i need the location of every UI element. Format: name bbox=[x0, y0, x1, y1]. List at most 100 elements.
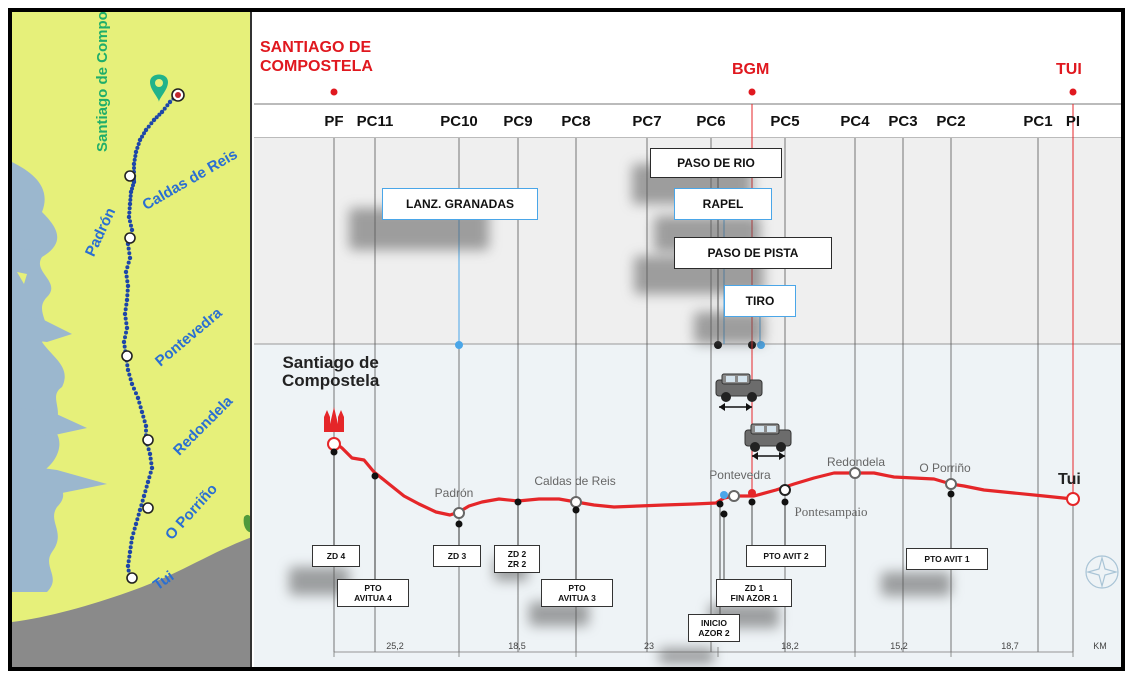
city-marker bbox=[124, 232, 136, 244]
route-dot bbox=[132, 165, 136, 170]
route-dot bbox=[135, 145, 140, 150]
checkpoint-label: PC10 bbox=[440, 113, 478, 130]
town-redondela: Redondela bbox=[826, 455, 886, 469]
checkpoint-label: PC8 bbox=[561, 113, 591, 130]
event-dot bbox=[947, 490, 955, 498]
event-dot bbox=[781, 498, 789, 506]
route-dot bbox=[123, 335, 128, 340]
town-padron: Padrón bbox=[434, 486, 474, 500]
checkpoint-label: PC7 bbox=[632, 113, 662, 130]
top-place-marker bbox=[1069, 88, 1077, 96]
distance-2: 18,5 bbox=[508, 641, 526, 651]
route-dot bbox=[124, 321, 129, 326]
route-dot bbox=[131, 386, 136, 391]
distance-6: 18,7 bbox=[1001, 641, 1019, 651]
town-pontevedra: Pontevedra bbox=[709, 468, 771, 482]
route-dot bbox=[144, 428, 148, 433]
compass-star bbox=[1085, 555, 1119, 589]
route-dot bbox=[128, 223, 133, 228]
town-marker bbox=[570, 496, 582, 508]
top-label-santiago: SANTIAGO DE COMPOSTELA bbox=[260, 39, 373, 75]
event-inicio-azor2: INICIO AZOR 2 bbox=[688, 614, 740, 642]
town-marker bbox=[849, 467, 861, 479]
route-dot bbox=[125, 265, 130, 270]
route-dot bbox=[139, 409, 144, 414]
route-dot bbox=[123, 311, 128, 316]
activity-lanz-granadas: LANZ. GRANADAS bbox=[382, 188, 538, 220]
route-dot bbox=[129, 381, 134, 386]
figure-border: Santiago de Compostela Padrón Caldas de … bbox=[8, 8, 1125, 671]
route-dot bbox=[127, 210, 132, 215]
jeep-wheel bbox=[776, 442, 786, 452]
jeep-window bbox=[738, 376, 747, 382]
jeep-window bbox=[767, 426, 776, 432]
activity-rapel: RAPEL bbox=[674, 188, 772, 220]
town-marker bbox=[945, 478, 957, 490]
jeep-wheel bbox=[750, 442, 760, 452]
event-pto-avit1: PTO AVIT 1 bbox=[906, 548, 988, 570]
route-dot bbox=[124, 269, 129, 274]
route-dot bbox=[127, 255, 132, 260]
jeep-window bbox=[755, 426, 764, 432]
event-zd4: ZD 4 bbox=[312, 545, 360, 567]
top-place-marker bbox=[330, 88, 338, 96]
town-caldas: Caldas de Reis bbox=[534, 474, 616, 488]
route-dot bbox=[131, 183, 136, 188]
distance-3: 23 bbox=[643, 641, 655, 651]
route-dot bbox=[165, 103, 170, 108]
route-dot bbox=[127, 554, 132, 559]
checkpoint-label: PC6 bbox=[696, 113, 726, 130]
route-marker bbox=[748, 489, 756, 497]
town-porrino: O Porriño bbox=[919, 461, 971, 475]
town-marker bbox=[728, 490, 740, 502]
town-pontesampaio: Pontesampaio bbox=[794, 504, 868, 519]
event-shadow bbox=[659, 648, 714, 664]
route-dot bbox=[142, 131, 147, 136]
event-dot bbox=[371, 472, 379, 480]
map-label-santiago: Santiago de Compostela bbox=[94, 12, 111, 152]
route-dot bbox=[125, 363, 130, 368]
route-dot bbox=[160, 109, 165, 114]
route-dot bbox=[138, 507, 143, 512]
checkpoint-label: PC5 bbox=[770, 113, 800, 130]
town-marker bbox=[327, 437, 341, 451]
route-dot bbox=[127, 214, 132, 219]
route-dot bbox=[135, 517, 140, 522]
route-dot bbox=[137, 400, 142, 405]
route-dot bbox=[129, 189, 134, 194]
route-dot bbox=[146, 447, 151, 452]
route-dot bbox=[148, 470, 153, 475]
km-unit-label: KM bbox=[1093, 641, 1107, 651]
event-dot bbox=[572, 506, 580, 514]
overview-map: Santiago de Compostela Padrón Caldas de … bbox=[12, 12, 252, 667]
town-santiago: Santiago de Compostela bbox=[282, 353, 380, 390]
event-dot bbox=[716, 500, 724, 508]
route-dot bbox=[125, 288, 130, 293]
route-dot bbox=[125, 297, 130, 302]
route-dot bbox=[128, 549, 133, 554]
route-dot bbox=[133, 391, 138, 396]
route-dot bbox=[130, 535, 135, 540]
route-dot bbox=[124, 325, 129, 330]
route-dot bbox=[144, 127, 149, 132]
event-dot bbox=[455, 520, 463, 528]
route-dot bbox=[144, 484, 149, 489]
route-dot bbox=[125, 293, 130, 298]
event-dot bbox=[720, 510, 728, 518]
city-marker bbox=[121, 350, 133, 362]
checkpoint-label: PC1 bbox=[1023, 113, 1053, 130]
route-dot bbox=[162, 106, 167, 111]
activity-shadow bbox=[694, 312, 764, 344]
jeep-icon bbox=[744, 423, 792, 452]
route-dot bbox=[138, 137, 143, 142]
route-dot bbox=[123, 316, 128, 321]
route-dot bbox=[149, 461, 154, 466]
city-marker bbox=[142, 434, 154, 446]
route-dot bbox=[127, 219, 132, 224]
route-dot bbox=[126, 559, 131, 564]
event-zd3: ZD 3 bbox=[433, 545, 481, 567]
route-dot bbox=[149, 465, 154, 470]
route-dot bbox=[128, 197, 133, 202]
